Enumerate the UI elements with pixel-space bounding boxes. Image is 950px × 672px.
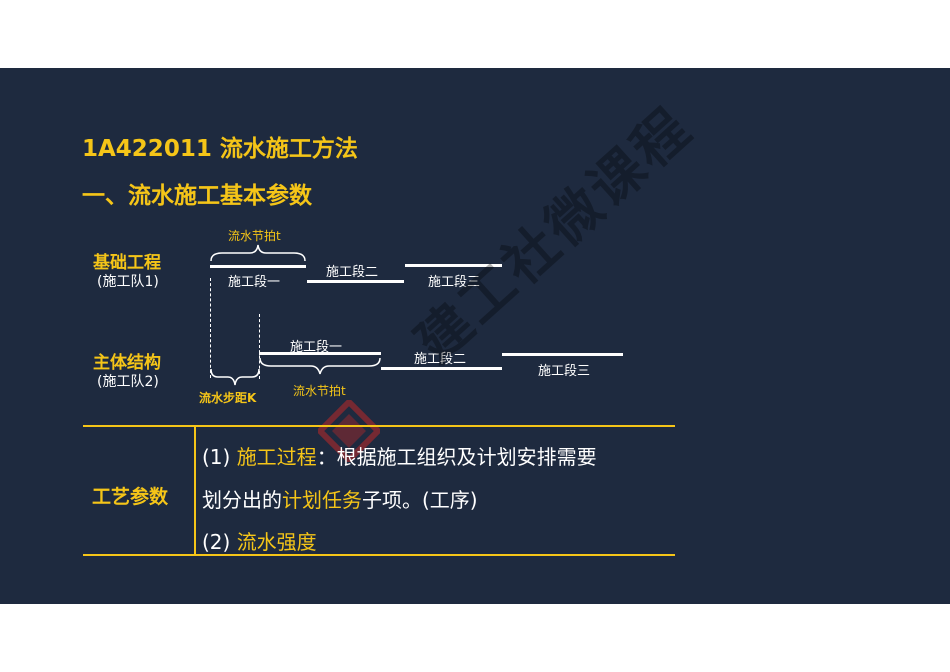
section-heading: 一、流水施工基本参数	[82, 183, 312, 209]
table-top-rule	[83, 425, 675, 427]
row2-bar-2	[381, 367, 502, 370]
beat-label-bottom: 流水节拍t	[293, 384, 346, 398]
slide-title: 1A422011 流水施工方法	[82, 136, 358, 162]
param2-number: (2)	[202, 530, 237, 554]
beat-brace-top	[210, 244, 306, 262]
table-divider	[194, 426, 196, 554]
watermark-logo-icon	[318, 400, 380, 462]
dash-line-left	[210, 278, 211, 378]
beat-brace-bottom	[259, 357, 381, 375]
row2-seg-1: 施工段一	[290, 340, 343, 355]
row2-seg-2: 施工段二	[414, 352, 467, 367]
row1-seg-2: 施工段二	[326, 265, 379, 280]
row2-seg-3: 施工段三	[538, 364, 591, 379]
param1-def-cont-b: 子项。(工序)	[362, 488, 478, 512]
row1-bar-2	[307, 280, 404, 283]
param1-def-cont-a: 划分出的	[202, 488, 282, 512]
row2-bar-1	[259, 352, 381, 355]
row2-name: 主体结构	[93, 353, 161, 373]
param-line-2: 划分出的计划任务子项。(工序)	[202, 484, 478, 513]
dash-line-right	[259, 314, 260, 379]
param2-term: 流水强度	[236, 530, 317, 554]
param1-def-highlight: 计划任务	[282, 488, 362, 512]
slide: 1A422011 流水施工方法 一、流水施工基本参数 基础工程 (施工队1) 流…	[0, 68, 950, 604]
row1-name: 基础工程	[93, 253, 161, 273]
row1-bar-1	[210, 265, 306, 268]
row2-bar-3	[502, 353, 623, 356]
param1-definition: ：根据施工组织及计划安排需要	[316, 445, 597, 469]
step-label: 流水步距K	[199, 391, 257, 405]
row1-seg-3: 施工段三	[428, 275, 481, 290]
param-line-3: (2) 流水强度	[202, 526, 317, 555]
row1-bar-3	[405, 264, 502, 267]
param1-number: (1)	[202, 445, 237, 469]
row1-team: (施工队1)	[97, 274, 159, 290]
param1-term: 施工过程	[236, 445, 317, 469]
row2-team: (施工队2)	[97, 374, 159, 390]
step-brace	[210, 368, 260, 386]
row1-seg-1: 施工段一	[228, 275, 281, 290]
param-line-1: (1) 施工过程：根据施工组织及计划安排需要	[202, 441, 597, 470]
process-parameters-label: 工艺参数	[92, 486, 169, 508]
beat-label-top: 流水节拍t	[228, 229, 281, 243]
table-bottom-rule	[83, 554, 675, 556]
watermark-text: 建工社微课程	[403, 94, 705, 375]
